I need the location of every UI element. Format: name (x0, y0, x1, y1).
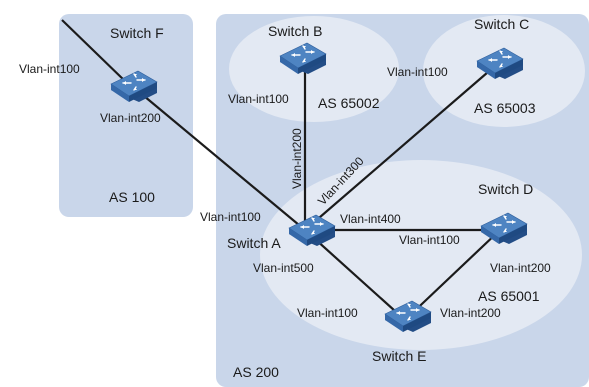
region-as65002-label: AS 65002 (318, 95, 380, 111)
iface-f-to-a: Vlan-int200 (100, 111, 161, 125)
iface-b-to-a: Vlan-int100 (228, 92, 289, 106)
switch-c-label: Switch C (474, 16, 529, 32)
iface-e-to-a: Vlan-int100 (297, 306, 358, 320)
region-as200-label: AS 200 (233, 364, 279, 380)
region-as65001-label: AS 65001 (478, 288, 540, 304)
link-a-e (304, 229, 406, 321)
switch-d-label: Switch D (478, 181, 533, 197)
iface-c-to-a: Vlan-int100 (387, 65, 448, 79)
iface-d-to-a: Vlan-int100 (399, 233, 460, 247)
iface-f-uplink: Vlan-int100 (19, 62, 80, 76)
region-as65001 (260, 160, 582, 350)
iface-a-to-e: Vlan-int500 (253, 261, 314, 275)
link-f-a (137, 90, 306, 231)
switch-b-label: Switch B (268, 23, 322, 39)
iface-d-to-e: Vlan-int200 (490, 261, 551, 275)
region-as65003-label: AS 65003 (474, 100, 536, 116)
iface-a-to-d: Vlan-int400 (340, 212, 401, 226)
region-as100 (59, 14, 193, 217)
iface-e-to-d: Vlan-int200 (440, 306, 501, 320)
switch-f-label: Switch F (110, 25, 164, 41)
region-as100-label: AS 100 (109, 189, 155, 205)
iface-a-to-f: Vlan-int100 (200, 210, 261, 224)
link-d-e (404, 229, 501, 321)
iface-a-to-b: Vlan-int200 (290, 128, 304, 189)
switch-e-label: Switch E (372, 348, 426, 364)
link-f-uplink (61, 19, 128, 84)
switch-a-label: Switch A (227, 235, 281, 251)
link-a-c (304, 65, 496, 231)
